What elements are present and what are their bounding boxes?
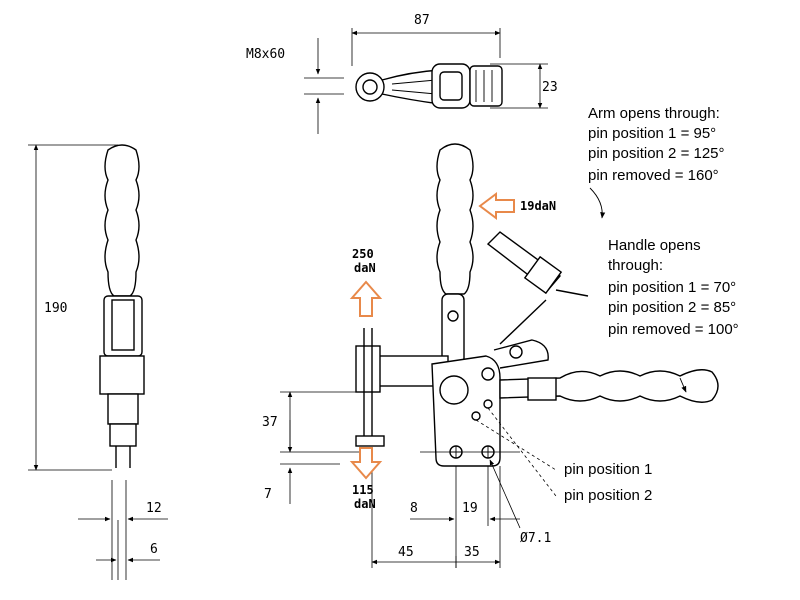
force-left-arrow [478, 192, 515, 220]
dim-190: 190 [44, 301, 67, 316]
dim-m8x60: M8x60 [246, 47, 285, 62]
dim-7: 7 [264, 487, 272, 502]
dim-19: 19 [462, 501, 478, 516]
force-top-unit: daN [354, 261, 376, 275]
side-view: 190 12 6 [28, 144, 168, 580]
force-bottom-unit: daN [354, 497, 376, 511]
dim-12: 12 [146, 501, 162, 516]
arm-opens-line-1: Arm opens through: [588, 105, 720, 122]
arm-opens-line-3: pin position 2 = 125° [588, 145, 725, 162]
front-view: 37 7 8 19 45 35 Ø7.1 pin position 1 pin … [262, 143, 719, 568]
dim-87: 87 [414, 13, 430, 28]
dim-6: 6 [150, 542, 158, 557]
pin-position-1-label: pin position 1 [564, 461, 652, 478]
arm-opens-line-4: pin removed = 160° [588, 167, 719, 184]
top-view: 87 23 M8x60 [246, 13, 558, 134]
handle-opens-line-2: through: [608, 257, 663, 274]
handle-opens-line-3: pin position 1 = 70° [608, 279, 736, 296]
handle-opens-line-4: pin position 2 = 85° [608, 299, 736, 316]
dim-hole: Ø7.1 [520, 531, 551, 546]
pin-position-2-label: pin position 2 [564, 487, 652, 504]
dim-35: 35 [464, 545, 480, 560]
force-arrows: 250 daN 115 daN 19daN [349, 192, 556, 511]
handle-opens-line-1: Handle opens [608, 237, 701, 254]
force-bottom-value: 115 [352, 483, 374, 497]
force-top-value: 250 [352, 247, 374, 261]
force-down-arrow [349, 447, 383, 480]
handle-opens-line-5: pin removed = 100° [608, 321, 739, 338]
dim-8: 8 [410, 501, 418, 516]
notes: Arm opens through: pin position 1 = 95° … [588, 105, 739, 338]
force-up-arrow [349, 280, 383, 317]
dim-45: 45 [398, 545, 414, 560]
dim-37: 37 [262, 415, 278, 430]
force-side-value: 19daN [520, 199, 556, 213]
dim-23: 23 [542, 80, 558, 95]
arm-opens-line-2: pin position 1 = 95° [588, 125, 716, 142]
